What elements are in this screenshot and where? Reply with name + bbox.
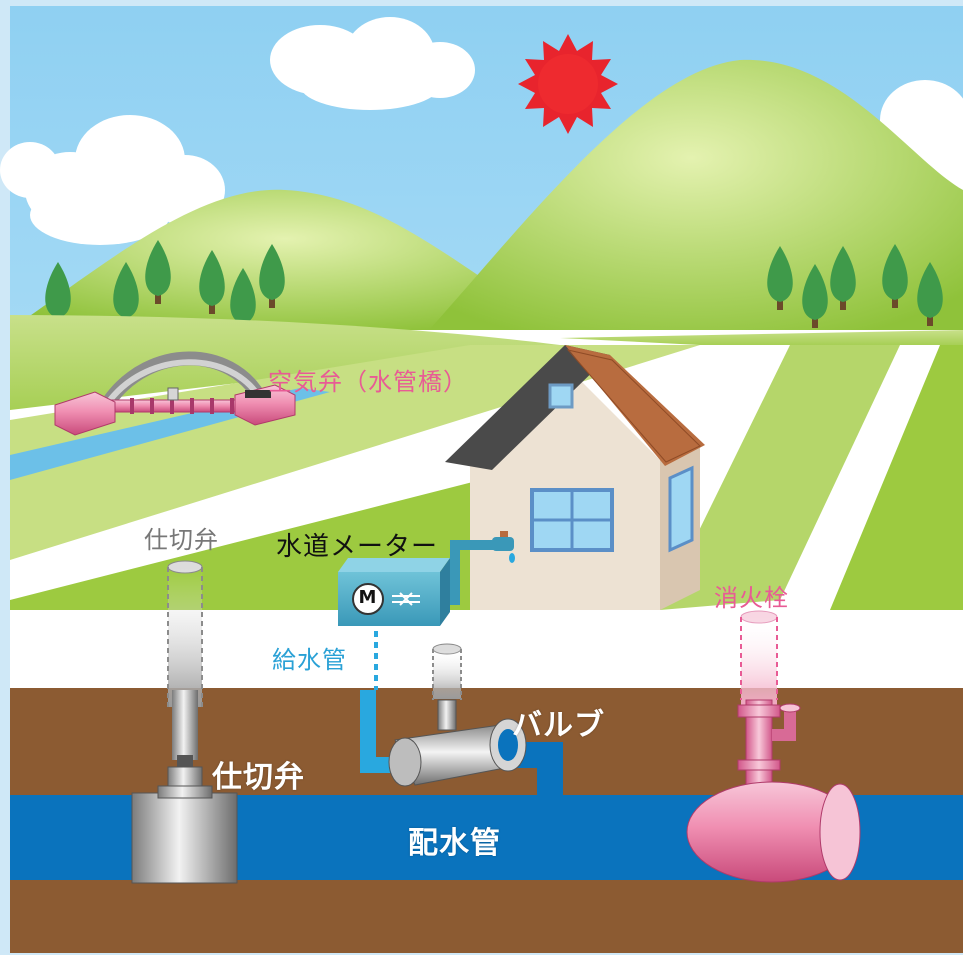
field-upper xyxy=(10,315,560,410)
cloud-top xyxy=(270,17,475,110)
field-upper-right xyxy=(560,330,963,345)
house xyxy=(445,345,705,610)
field-far-right xyxy=(830,345,963,610)
fire-hydrant-label: 消火栓 xyxy=(714,584,789,612)
water-meter xyxy=(338,558,450,626)
hill-left xyxy=(10,189,560,330)
meter-m-symbol: M xyxy=(358,587,378,608)
gate-valve-cover-label: 仕切弁 xyxy=(144,526,219,554)
air-valve-label: 空気弁（水管橋） xyxy=(268,368,468,396)
gate-valve xyxy=(131,560,238,884)
distribution-main-label: 配水管 xyxy=(408,826,501,861)
gate-valve-label: 仕切弁 xyxy=(212,760,305,795)
valve-label: バルブ xyxy=(512,708,605,743)
valve xyxy=(388,643,527,787)
water-meter-label: 水道メーター xyxy=(276,532,439,562)
hill-right xyxy=(420,59,963,341)
fire-hydrant xyxy=(686,610,861,883)
field-right xyxy=(660,345,900,610)
water-pipe-bridge xyxy=(54,351,296,436)
service-pipe-label: 給水管 xyxy=(272,646,347,674)
sun-icon xyxy=(518,34,618,134)
faucet-icon xyxy=(492,531,515,563)
trees-right xyxy=(767,244,943,328)
